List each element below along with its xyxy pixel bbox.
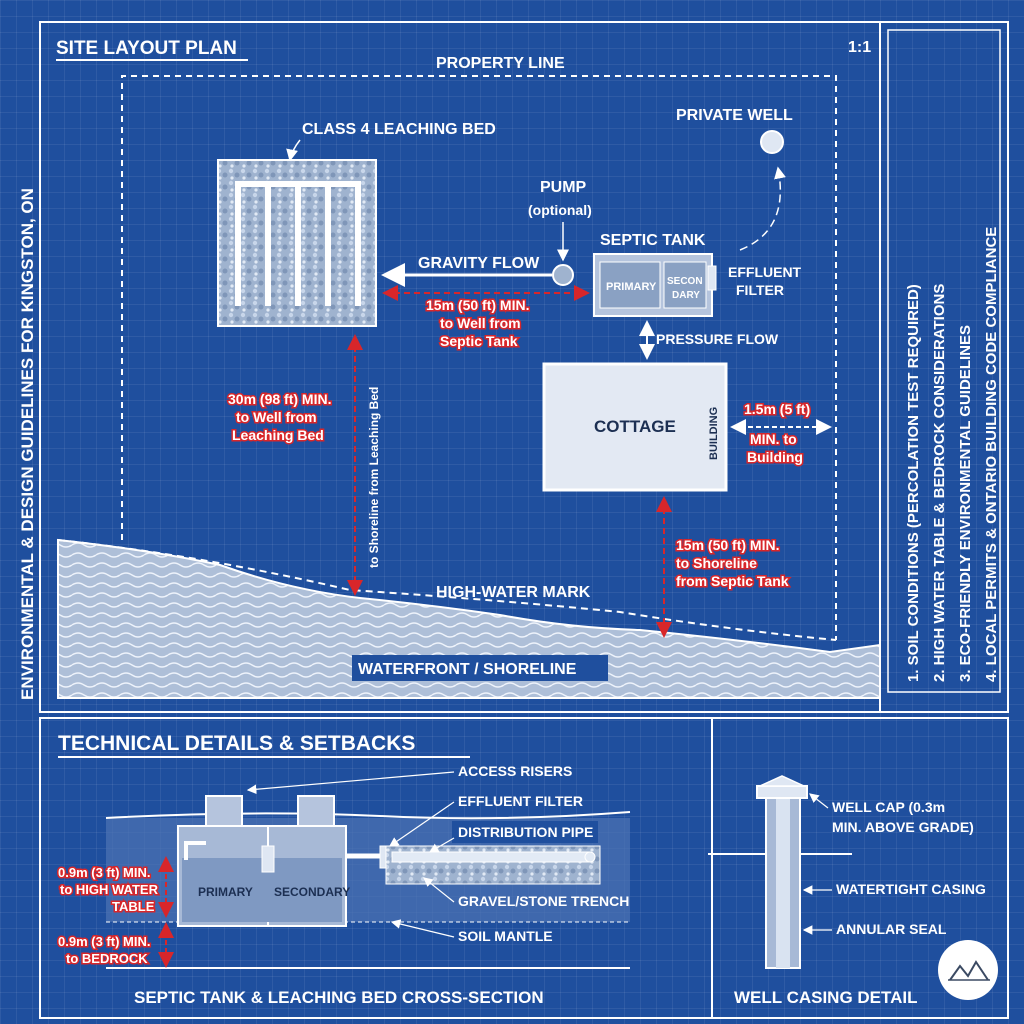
annular-seal-label: ANNULAR SEAL xyxy=(836,921,947,937)
high-water-line xyxy=(57,539,837,641)
effluent-filter-plan xyxy=(707,265,717,291)
svg-text:MIN. to: MIN. to xyxy=(750,431,797,447)
consideration-1: 1. SOIL CONDITIONS (PERCOLATION TEST REQ… xyxy=(905,284,922,682)
setback-high-water-table: 0.9m (3 ft) MIN. to HIGH WATER TABLE xyxy=(57,864,161,916)
svg-text:from Septic Tank: from Septic Tank xyxy=(676,573,789,589)
svg-text:30m (98 ft) MIN.: 30m (98 ft) MIN. xyxy=(228,391,331,407)
svg-text:to Well from: to Well from xyxy=(236,409,317,425)
effluent-filter-label-1: EFFLUENT xyxy=(728,264,802,280)
svg-text:15m (50 ft) MIN.: 15m (50 ft) MIN. xyxy=(676,537,779,553)
septic-tank-label: SEPTIC TANK xyxy=(600,232,706,249)
tank-secondary-label-2: DARY xyxy=(672,290,700,301)
pump-note: (optional) xyxy=(528,202,592,218)
well-detail-title: WELL CASING DETAIL xyxy=(734,988,918,1007)
distribution-pipe xyxy=(391,851,591,863)
setback-bedrock: 0.9m (3 ft) MIN. to BEDROCK xyxy=(57,933,152,968)
well-cap xyxy=(756,785,808,799)
gravity-flow-label: GRAVITY FLOW xyxy=(418,255,540,272)
setback-tank-well: 15m (50 ft) MIN. to Well from Septic Tan… xyxy=(425,296,531,351)
waterfront-label: WATERFRONT / SHORELINE xyxy=(358,661,577,678)
tank-secondary-label-1: SECON xyxy=(667,276,703,287)
waterfront xyxy=(57,538,881,699)
soil-mantle-label: SOIL MANTLE xyxy=(458,928,553,944)
property-line-label: PROPERTY LINE xyxy=(436,55,565,72)
svg-text:15m (50 ft) MIN.: 15m (50 ft) MIN. xyxy=(426,297,529,313)
svg-text:Building: Building xyxy=(747,449,803,465)
property-line xyxy=(121,75,837,640)
tech-title: TECHNICAL DETAILS & SETBACKS xyxy=(58,732,415,755)
pressure-flow-label: PRESSURE FLOW xyxy=(656,331,779,347)
shoreline-vertical-label: to Shoreline from Leaching Bed xyxy=(367,387,381,568)
access-riser-2 xyxy=(297,795,335,827)
leaching-bed-label: CLASS 4 LEACHING BED xyxy=(302,121,496,138)
private-well-label: PRIVATE WELL xyxy=(676,107,793,124)
svg-text:to BEDROCK: to BEDROCK xyxy=(66,951,148,966)
tech-frame xyxy=(39,717,1009,1019)
svg-text:to Shoreline: to Shoreline xyxy=(676,555,757,571)
site-plan-frame xyxy=(39,21,1009,713)
effluent-filter-tech-label: EFFLUENT FILTER xyxy=(458,793,583,809)
leaching-bed-pipes xyxy=(235,181,361,306)
considerations-list: 1. SOIL CONDITIONS (PERCOLATION TEST REQ… xyxy=(905,227,1000,682)
svg-text:Septic Tank: Septic Tank xyxy=(440,333,518,349)
svg-text:to Well from: to Well from xyxy=(440,315,521,331)
pump-label: PUMP xyxy=(540,179,587,196)
distribution-pipe-label: DISTRIBUTION PIPE xyxy=(458,824,593,840)
high-water-mark-label: HIGH-WATER MARK xyxy=(436,584,591,601)
setback-building: 1.5m (5 ft) MIN. to Building xyxy=(743,400,812,467)
svg-text:TABLE: TABLE xyxy=(112,899,155,914)
site-plan-title: SITE LAYOUT PLAN xyxy=(56,38,237,59)
svg-text:0.9m (3 ft) MIN.: 0.9m (3 ft) MIN. xyxy=(58,934,150,949)
svg-text:0.9m (3 ft) MIN.: 0.9m (3 ft) MIN. xyxy=(58,865,150,880)
cross-section-title: SEPTIC TANK & LEACHING BED CROSS-SECTION xyxy=(134,988,544,1007)
svg-text:1.5m (5 ft): 1.5m (5 ft) xyxy=(744,401,810,417)
gravel-trench-label: GRAVEL/STONE TRENCH xyxy=(458,893,629,909)
considerations-frame xyxy=(887,29,1001,693)
tank-primary-label: PRIMARY xyxy=(606,281,657,293)
side-title: ENVIRONMENTAL & DESIGN GUIDELINES FOR KI… xyxy=(18,188,37,700)
setback-tank-shore: 15m (50 ft) MIN. to Shoreline from Septi… xyxy=(675,536,791,591)
section-effluent-filter xyxy=(261,845,275,873)
well-cap-label-2: MIN. ABOVE GRADE) xyxy=(832,819,974,835)
access-riser-1 xyxy=(205,795,243,827)
building-label: BUILDING xyxy=(708,407,720,460)
section-primary-label: PRIMARY xyxy=(198,885,253,899)
consideration-2: 2. HIGH WATER TABLE & BEDROCK CONSIDERAT… xyxy=(931,284,948,682)
pump xyxy=(552,264,574,286)
watertight-casing-label: WATERTIGHT CASING xyxy=(836,881,986,897)
svg-text:Leaching Bed: Leaching Bed xyxy=(232,427,324,443)
cottage xyxy=(542,362,728,492)
consideration-3: 3. ECO-FRIENDLY ENVIRONMENTAL GUIDELINES xyxy=(957,325,974,682)
section-secondary-label: SECONDARY xyxy=(274,885,350,899)
consideration-4: 4. LOCAL PERMITS & ONTARIO BUILDING CODE… xyxy=(983,227,1000,682)
effluent-filter-label-2: FILTER xyxy=(736,282,784,298)
well-cap-label-1: WELL CAP (0.3m xyxy=(832,799,945,815)
cottage-label: COTTAGE xyxy=(594,417,676,436)
private-well xyxy=(760,130,784,154)
scale-label: 1:1 xyxy=(848,39,871,56)
svg-text:to HIGH WATER: to HIGH WATER xyxy=(60,882,159,897)
logo-badge xyxy=(938,940,998,1000)
setback-bed-well: 30m (98 ft) MIN. to Well from Leaching B… xyxy=(227,390,333,445)
access-risers-label: ACCESS RISERS xyxy=(458,763,572,779)
mountain-icon xyxy=(949,960,989,981)
